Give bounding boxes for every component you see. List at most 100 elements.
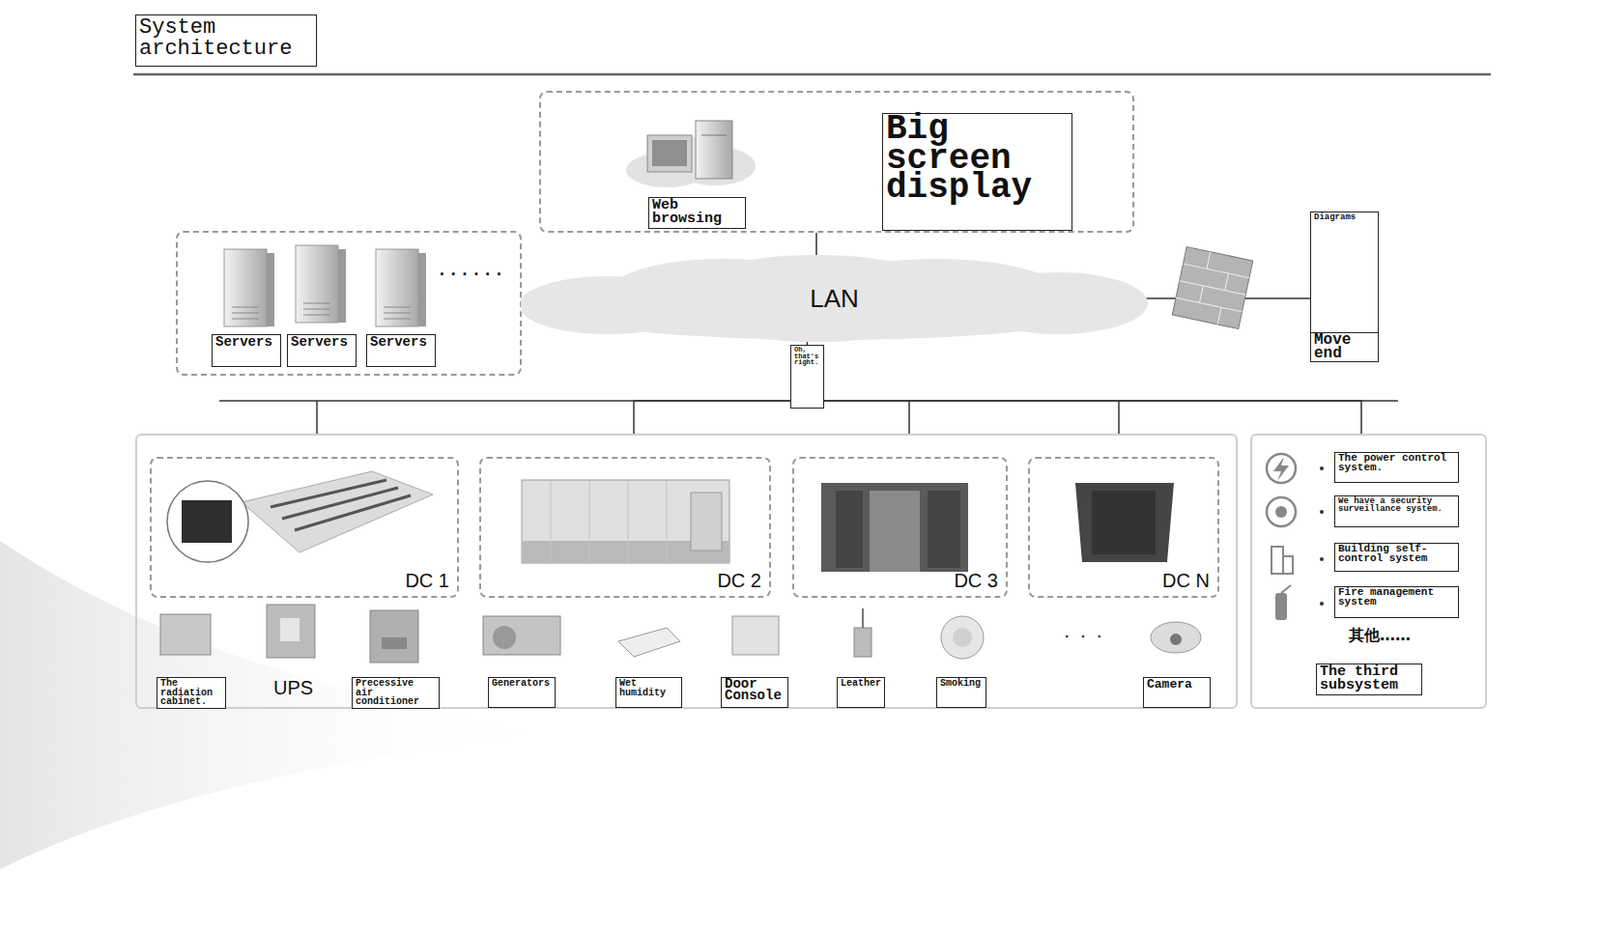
illustration-part — [1179, 281, 1246, 296]
diagram-box: DiagramsMove end — [1310, 211, 1379, 363]
illustration-part — [1199, 285, 1203, 304]
illustration-part — [618, 628, 681, 658]
illustration-part — [370, 610, 419, 663]
dc-box: DC N — [1028, 457, 1220, 599]
illustration-part — [295, 245, 346, 323]
illustration-part — [695, 120, 733, 179]
node-text: Servers — [370, 336, 432, 349]
big-screen-box: Big screen display — [882, 113, 1073, 231]
illustration-part — [1275, 506, 1287, 518]
illustration-part — [835, 490, 863, 569]
server-label-box: Servers — [286, 334, 357, 368]
illustration-part — [1271, 546, 1284, 574]
node-text: Generators — [491, 679, 552, 689]
node-text: Precessive air conditioner — [355, 679, 436, 708]
illustration-part — [1183, 263, 1250, 279]
illustration-part — [869, 490, 920, 572]
illustration-part — [550, 480, 552, 564]
device-label-box: Generators — [487, 677, 556, 709]
ellipsis-mark: . . . — [1062, 628, 1104, 641]
subsystem-box: The power control system. — [1334, 452, 1459, 484]
illustration-part — [1171, 247, 1253, 330]
node-text: Servers — [215, 336, 278, 349]
subsystem-box: Building self-control system — [1334, 542, 1459, 572]
illustration-part — [1283, 556, 1293, 574]
switch-box: Oh, that's right. — [790, 344, 825, 409]
illustration-part — [1275, 593, 1287, 621]
illustration-part — [1075, 483, 1174, 563]
dc-box: DC 2 — [479, 457, 772, 599]
illustration-part — [666, 480, 668, 564]
illustration-part — [133, 73, 1491, 77]
node-text: Web browsing — [652, 199, 743, 228]
illustration-part — [1273, 457, 1289, 482]
illustration-part — [1091, 490, 1156, 555]
node-text: Move end — [1314, 334, 1375, 361]
node-text: Smoking — [940, 679, 983, 689]
dc-box: DC 1 — [149, 457, 459, 599]
display-group: Web browsing Big screen display — [539, 90, 1135, 233]
illustration-part — [280, 618, 300, 642]
subsystem-panel: 其他…… The power control system. We have a s… — [1250, 433, 1487, 710]
node-text: Leather — [840, 679, 882, 689]
illustration-part — [1150, 622, 1201, 654]
illustration-part — [375, 249, 427, 327]
subsystem-box: We have a security surveillance system. — [1334, 495, 1459, 528]
connector-line — [633, 400, 791, 434]
node-text: Servers — [290, 336, 353, 349]
node-text: We have a security surveillance system. — [1338, 497, 1456, 514]
subsystem-box: Fire management system — [1334, 586, 1459, 619]
illustration-part — [167, 481, 249, 563]
illustration-part — [1117, 400, 1120, 434]
illustration-part — [1266, 497, 1296, 527]
node-text: Fire management system — [1338, 588, 1456, 608]
illustration-part — [690, 492, 722, 551]
illustration-part — [181, 500, 232, 543]
illustration-part — [952, 628, 972, 648]
ellipsis-mark-anchor: ...... — [436, 262, 506, 280]
node-text: Door Console — [724, 679, 785, 703]
illustration-part — [492, 626, 516, 650]
illustration-part — [315, 400, 318, 434]
illustration-part — [1175, 297, 1242, 313]
device-label: UPS — [273, 679, 314, 698]
node-text: 其他…… — [1348, 628, 1411, 643]
illustration-part — [381, 637, 407, 650]
ellipsis-mark: ...... — [436, 262, 506, 280]
node-text: The power control system. — [1338, 454, 1456, 474]
connector-line — [815, 232, 818, 258]
device-label-box: Leather — [836, 677, 886, 709]
illustration-part — [941, 616, 984, 659]
node-text: Oh, that's right. — [794, 346, 821, 367]
illustration-part — [483, 616, 561, 656]
device-label-box: Wet humidity — [615, 677, 683, 709]
node-text: Camera — [1146, 679, 1207, 691]
illustration-part — [224, 249, 275, 327]
node-text: DC 1 — [404, 571, 450, 591]
subsystem-box: The third subsystem — [1315, 663, 1423, 696]
illustration-part — [1319, 601, 1324, 606]
illustration-part — [266, 604, 315, 658]
node-text: LAN — [809, 286, 859, 312]
illustration-part — [1319, 466, 1324, 471]
node-text: The third subsystem — [1319, 665, 1419, 692]
illustration-part — [732, 616, 779, 656]
title-text: System architecture — [139, 17, 314, 60]
illustration-part — [1170, 633, 1182, 646]
server-group: Servers Servers Servers — [175, 230, 522, 376]
illustration-part — [0, 541, 542, 870]
illustration-part — [241, 471, 433, 553]
illustration-part — [927, 490, 961, 569]
illustration-part — [908, 400, 911, 434]
node-text: Building self-control system — [1338, 544, 1456, 565]
illustration-part — [1319, 557, 1324, 562]
illustration-part — [1319, 510, 1324, 515]
server-label-box: Servers — [211, 334, 282, 368]
illustration-part — [854, 628, 872, 658]
illustration-part — [1281, 585, 1291, 594]
illustration-part — [821, 483, 969, 572]
illustration-part — [647, 135, 692, 172]
illustration-part — [294, 495, 411, 531]
illustration-part — [1217, 307, 1222, 325]
